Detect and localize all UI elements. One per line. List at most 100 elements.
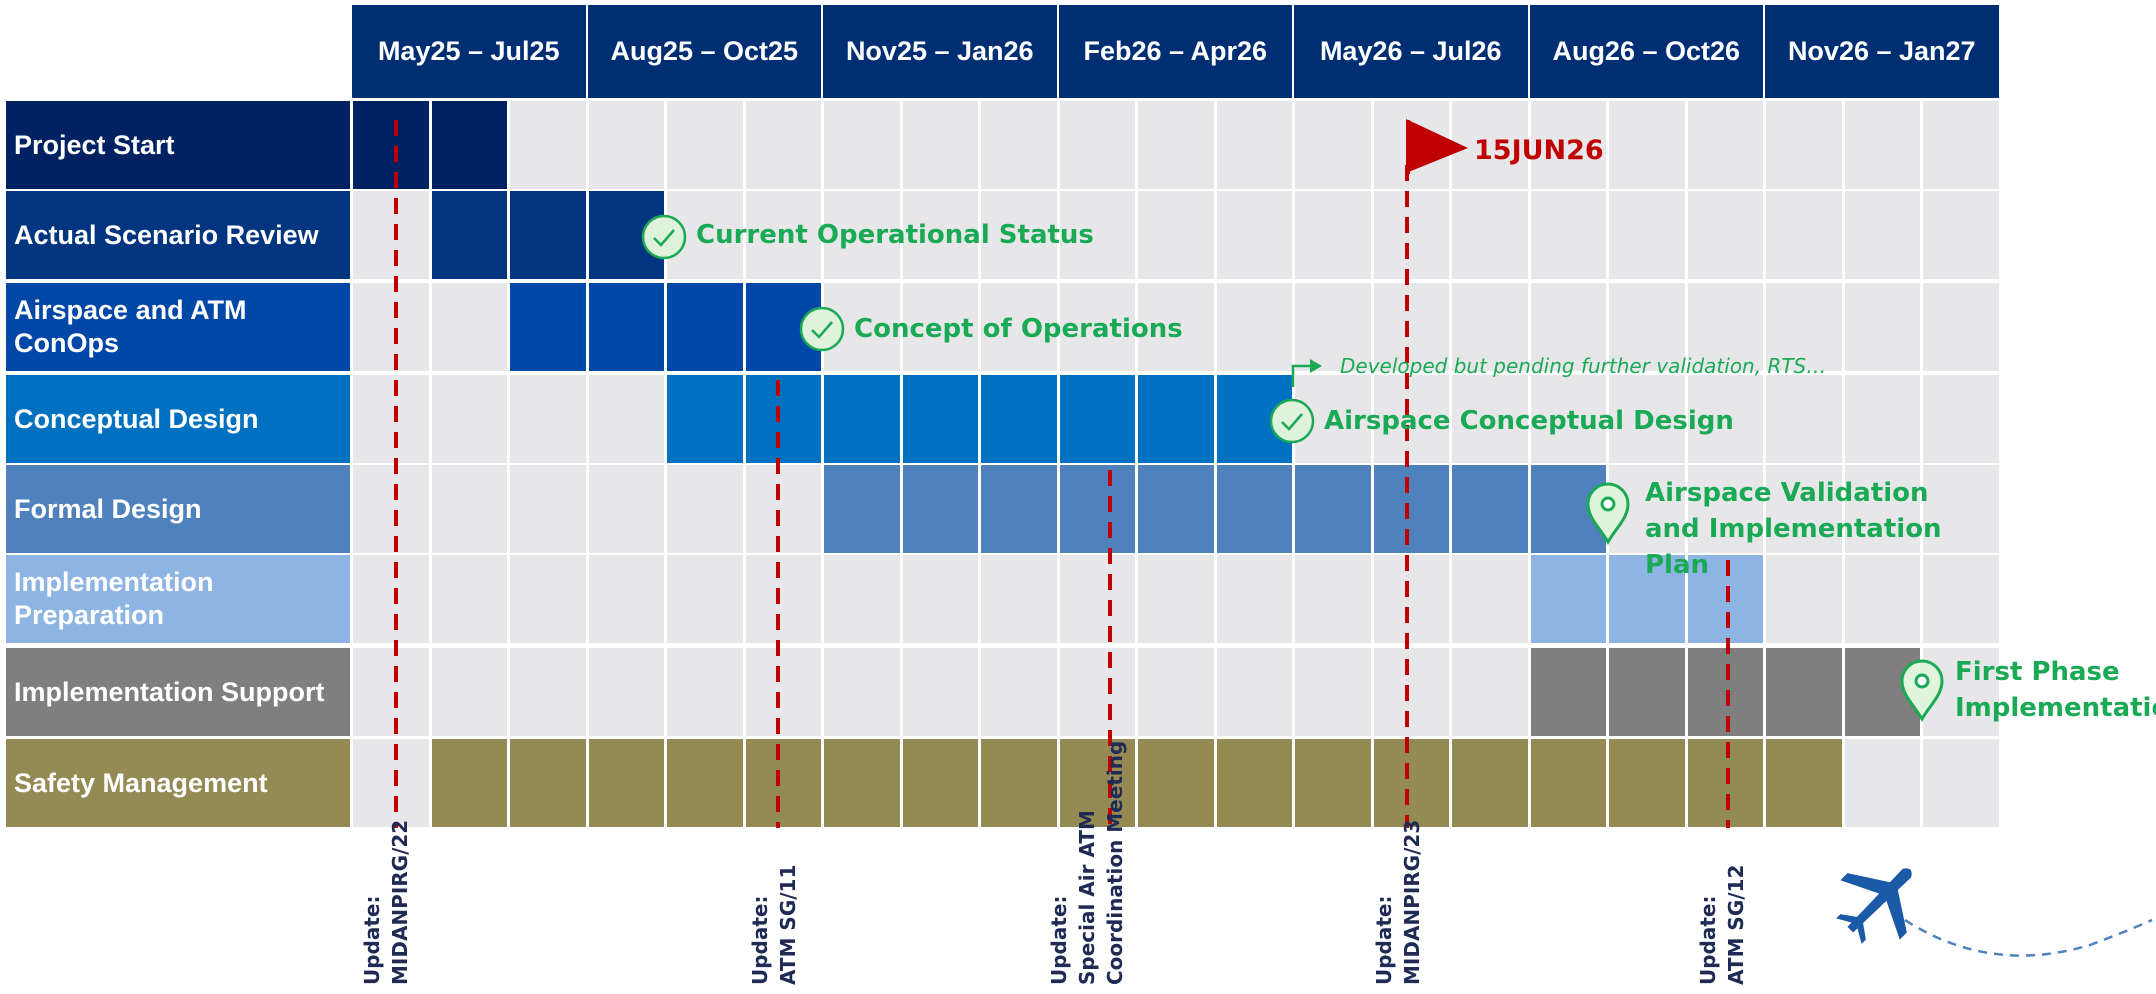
task-bar-cell: [824, 465, 900, 553]
grid-cell: [1609, 283, 1685, 371]
period-header: May25 – Jul25: [352, 5, 586, 98]
grid-cell: [1687, 283, 1763, 371]
grid-cell: [431, 555, 507, 643]
grid-cell: [1138, 101, 1214, 189]
task-bar-cell: [981, 465, 1057, 553]
grid-cell: [1216, 101, 1292, 189]
grid-cell: [824, 191, 900, 279]
grid-cell: [824, 101, 900, 189]
task-bar-cell: [1373, 465, 1449, 553]
flag-label: 15JUN26: [1474, 135, 1604, 166]
grid-cell: [1059, 191, 1135, 279]
task-bar-cell: [667, 283, 743, 371]
flight-path-trail: [1904, 918, 2153, 957]
grid-cell: [1923, 465, 1999, 553]
task-bar-cell: [431, 101, 507, 189]
grid-cell: [510, 101, 586, 189]
grid-cell: [1923, 283, 1999, 371]
row-label: Project Start: [6, 101, 350, 189]
task-bar-cell: [510, 739, 586, 827]
task-bar-cell: [1059, 465, 1135, 553]
update-label-line: Coordination Meeting: [1103, 740, 1127, 985]
period-header: Nov26 – Jan27: [1765, 5, 1999, 98]
row-label: Actual Scenario Review: [6, 191, 350, 279]
task-bar-cell: [1687, 555, 1763, 643]
task-bar-cell: [981, 739, 1057, 827]
milestone-label: Airspace Validation and Implementation P…: [1645, 478, 1942, 580]
grid-cell: [1216, 555, 1292, 643]
task-bar-cell: [824, 375, 900, 463]
grid-cell: [1687, 191, 1763, 279]
grid-cell: [902, 101, 978, 189]
milestone-label: Current Operational Status: [696, 220, 1094, 250]
grid-cell: [431, 283, 507, 371]
update-label-line: ATM SG/12: [1724, 864, 1748, 985]
grid-cell: [1687, 101, 1763, 189]
grid-cell: [1844, 375, 1920, 463]
row-label: Conceptual Design: [6, 375, 350, 463]
update-label-line: Update:: [748, 895, 772, 986]
row-label: Safety Management: [6, 739, 350, 827]
task-bar-cell: [902, 375, 978, 463]
task-bar-cell: [667, 739, 743, 827]
update-label-line: MIDANPIRG/22: [388, 819, 412, 985]
check-icon: [641, 214, 687, 260]
note-label: Developed but pending further validation…: [1340, 354, 1827, 378]
note-arrow: [1291, 364, 1310, 387]
grid-cell: [1373, 555, 1449, 643]
grid-cell: [1844, 555, 1920, 643]
airplane-part: [1886, 889, 1907, 940]
grid-cell: [667, 648, 743, 736]
task-bar-cell: [745, 739, 821, 827]
grid-cell: [1923, 555, 1999, 643]
grid-cell: [510, 648, 586, 736]
grid-cell: [353, 191, 429, 279]
grid-cell: [902, 648, 978, 736]
update-label: Update:ATM SG/11: [746, 865, 802, 985]
grid-cell: [667, 465, 743, 553]
check-mark: [1281, 413, 1303, 431]
task-bar-cell: [1530, 648, 1606, 736]
task-bar-cell: [431, 739, 507, 827]
grid-cell: [1844, 101, 1920, 189]
grid-cell: [1844, 739, 1920, 827]
grid-cell: [981, 555, 1057, 643]
grid-cell: [902, 283, 978, 371]
grid-cell: [588, 375, 664, 463]
grid-cell: [745, 465, 821, 553]
grid-cell: [1295, 555, 1371, 643]
grid-cell: [1373, 648, 1449, 736]
grid-cell: [902, 191, 978, 279]
check-mark: [811, 321, 833, 339]
grid-cell: [431, 465, 507, 553]
pin-icon: [1900, 659, 1944, 723]
grid-cell: [745, 648, 821, 736]
update-label: Update:ATM SG/12: [1694, 865, 1750, 985]
grid-cell: [1923, 375, 1999, 463]
grid-cell: [353, 555, 429, 643]
grid-cell: [1373, 191, 1449, 279]
task-bar-cell: [510, 191, 586, 279]
task-bar-cell: [1138, 375, 1214, 463]
row-label: Formal Design: [6, 465, 350, 553]
task-bar-cell: [1766, 648, 1842, 736]
grid-cell: [1138, 191, 1214, 279]
update-label-line: Update:: [1696, 895, 1720, 986]
grid-cell: [1844, 465, 1920, 553]
task-bar-cell: [902, 739, 978, 827]
grid-cell: [824, 555, 900, 643]
period-header: Nov25 – Jan26: [823, 5, 1057, 98]
grid-cell: [588, 555, 664, 643]
airplane-part: [1857, 922, 1866, 944]
task-bar-cell: [1373, 739, 1449, 827]
grid-cell: [745, 191, 821, 279]
grid-cell: [1059, 101, 1135, 189]
grid-cell: [1923, 739, 1999, 827]
grid-cell: [824, 648, 900, 736]
update-label-line: Update:: [1047, 895, 1071, 986]
task-bar-cell: [667, 375, 743, 463]
grid-cell: [1687, 465, 1763, 553]
task-bar-cell: [824, 739, 900, 827]
